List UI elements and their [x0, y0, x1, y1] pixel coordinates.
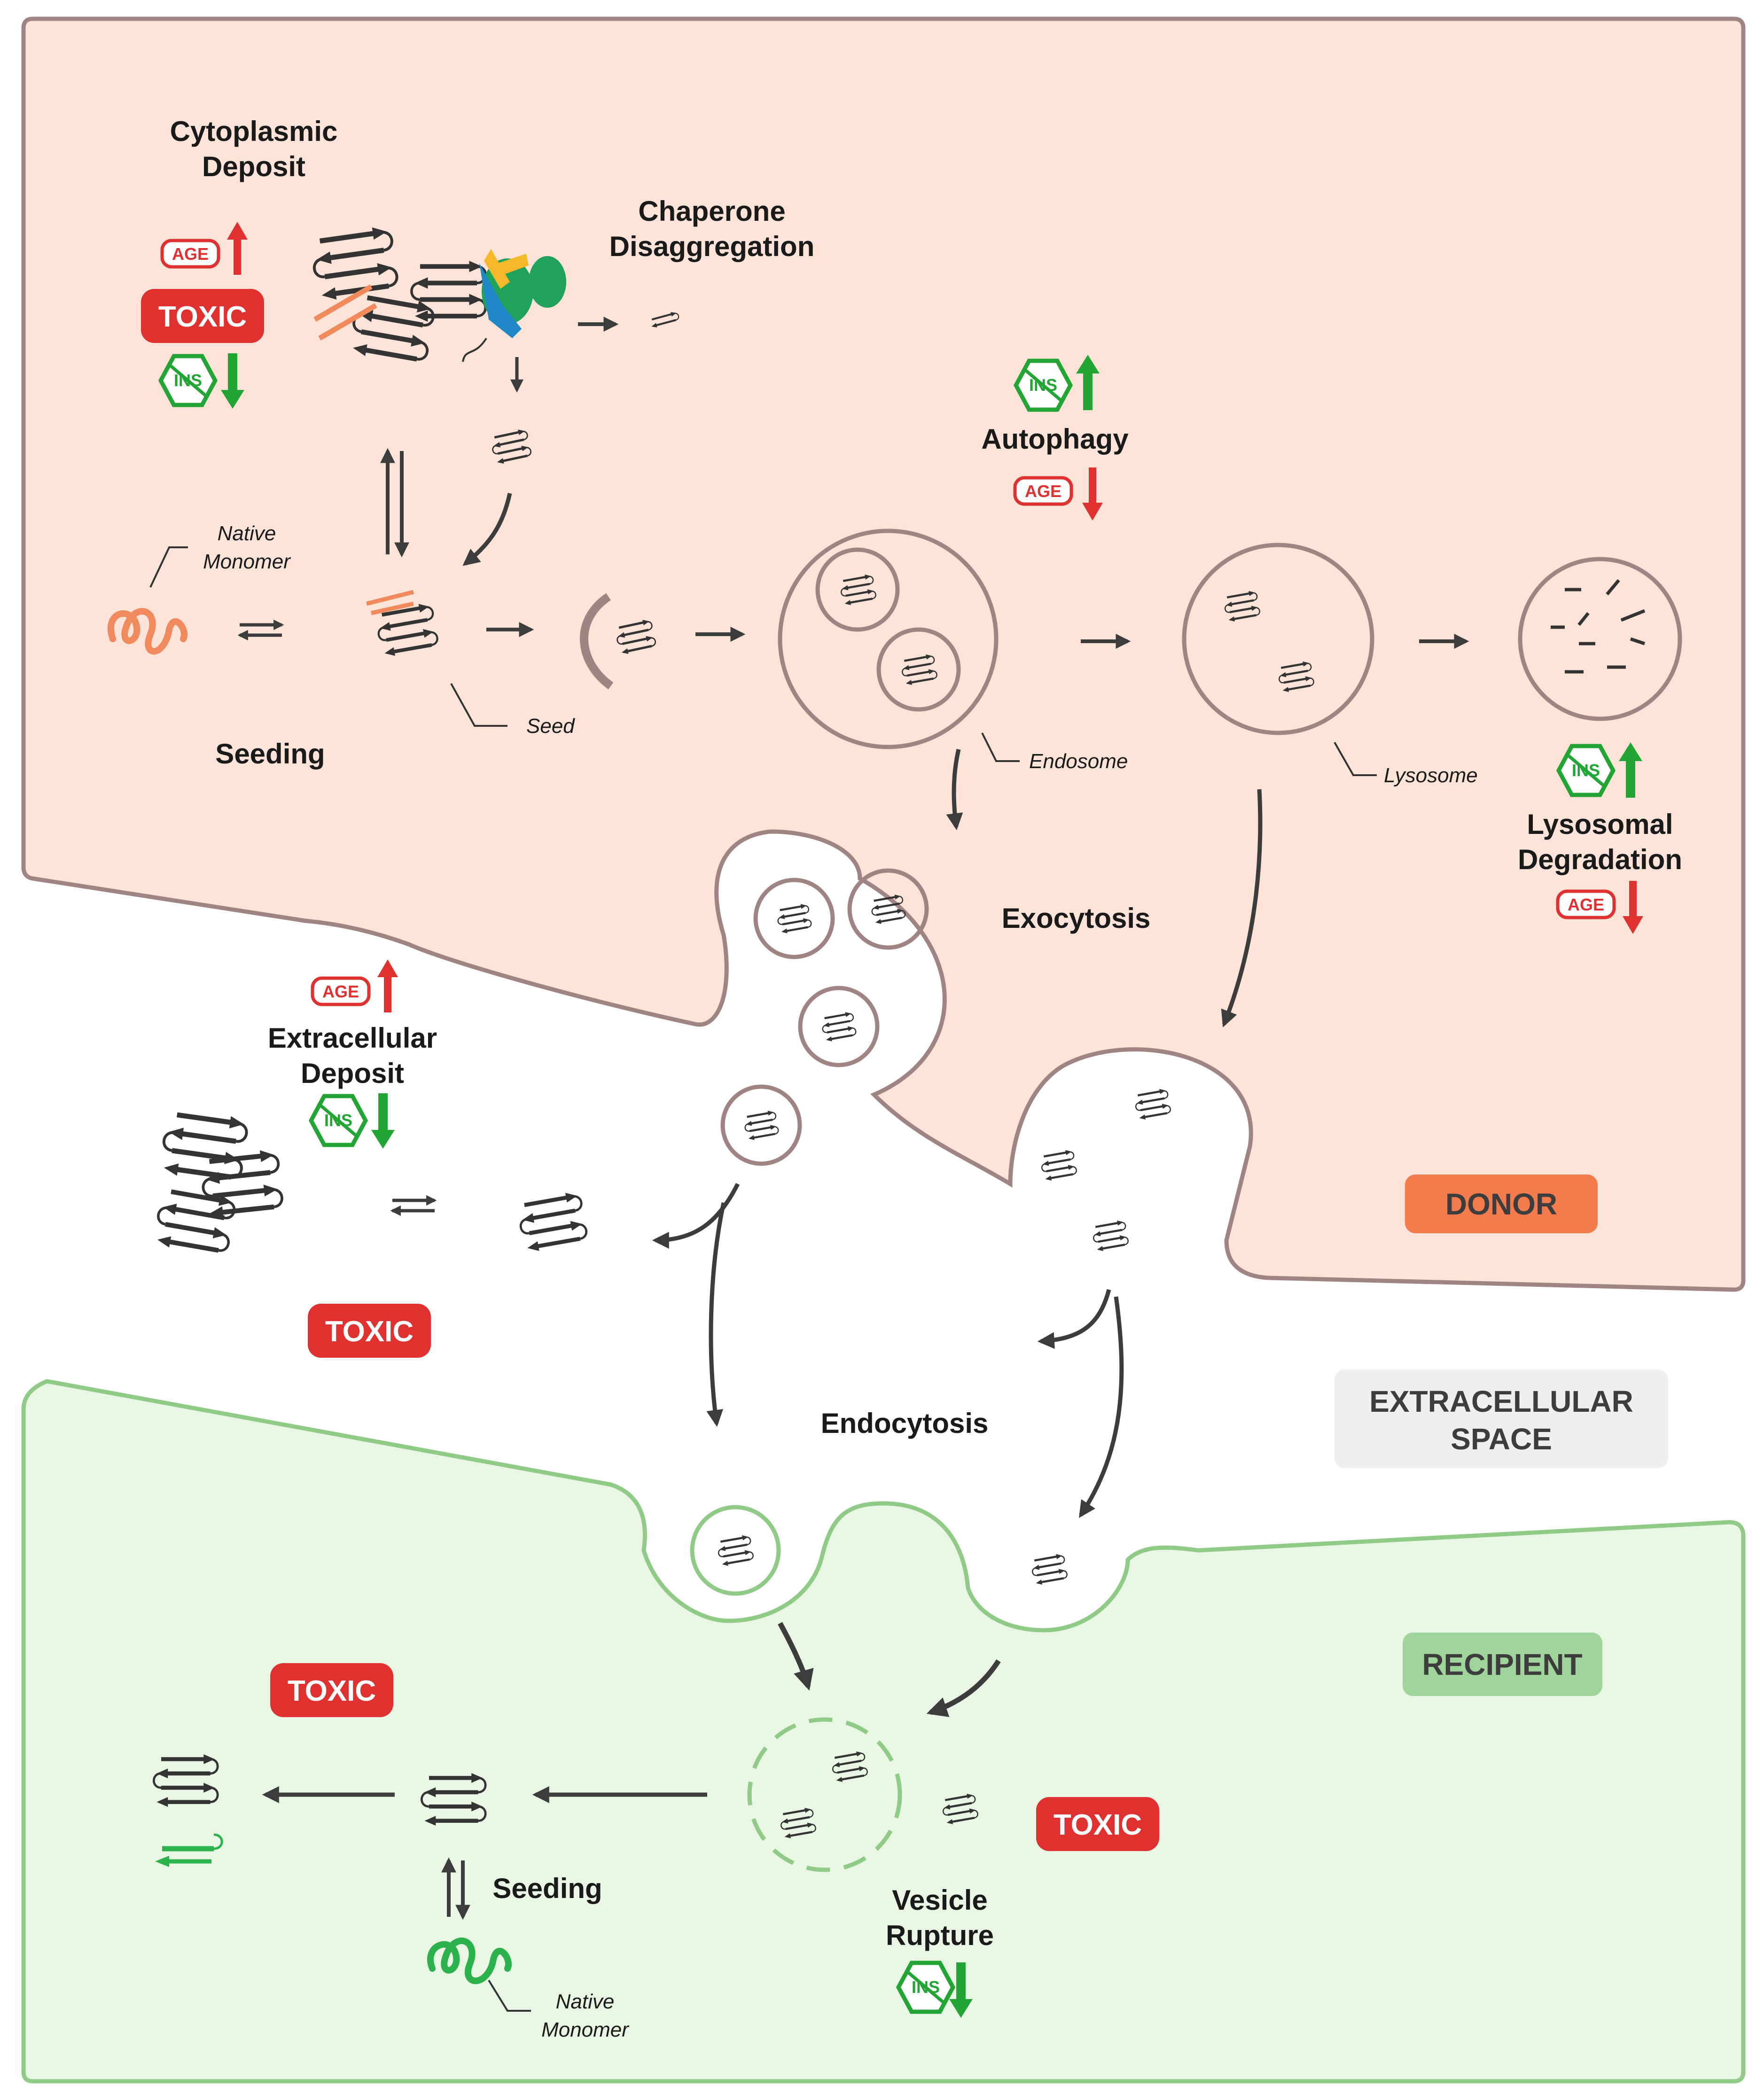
fibril-icon	[1030, 1553, 1068, 1586]
lysosome-label: Lysosome	[1384, 764, 1478, 787]
arrow	[778, 1622, 814, 1691]
down-arrow-icon	[371, 1093, 395, 1149]
fibril-icon	[516, 1190, 588, 1253]
orange-strand	[313, 284, 377, 341]
age-tag-text: AGE	[1025, 482, 1062, 501]
recipient-label: RECIPIENT	[1422, 1648, 1582, 1681]
extracellular-space-tag	[1335, 1369, 1668, 1468]
age-tag-text: AGE	[172, 244, 209, 264]
extracellular-deposit-2: Deposit	[301, 1058, 404, 1089]
vesicle-rupture-2: Rupture	[886, 1920, 994, 1951]
toxic-badge-cytoplasmic	[141, 289, 264, 343]
donor-label: DONOR	[1445, 1187, 1557, 1221]
chaperone-icon	[462, 249, 566, 362]
ins-text: INS	[324, 1111, 352, 1130]
extracellular-label-line1: EXTRACELLULAR	[1369, 1385, 1633, 1418]
cytoplasmic-deposit-title-1: Cytoplasmic	[170, 116, 338, 147]
leader-line	[450, 683, 507, 727]
chaperone-disaggregation-title-1: Chaperone	[638, 195, 785, 227]
chaperone-disaggregation-title-2: Disaggregation	[609, 231, 815, 262]
endosome-label: Endosome	[1029, 750, 1128, 773]
cytoplasmic-aggregate	[310, 225, 485, 366]
ins-text: INS	[912, 1977, 940, 1997]
extracellular-label-line2: SPACE	[1451, 1422, 1552, 1456]
arrow	[462, 493, 512, 566]
autophagy-label: Autophagy	[981, 423, 1129, 455]
fragments	[1551, 579, 1646, 674]
equilibrium-arrows	[392, 1200, 435, 1211]
age-tag-text: AGE	[1568, 895, 1604, 914]
extracellular-aggregate	[153, 1107, 283, 1258]
arrow	[946, 748, 963, 831]
leader-line	[149, 546, 188, 588]
seed-fibril	[366, 590, 439, 658]
endocytic-vesicle	[690, 1505, 781, 1596]
leader-line	[488, 1979, 531, 2012]
fibril-icon	[1091, 1219, 1129, 1253]
fibril-icon	[1133, 1088, 1171, 1121]
endosome	[778, 529, 999, 749]
phagophore	[579, 593, 614, 690]
native-monomer-recipient-2: Monomer	[541, 2018, 630, 2041]
native-monomer-donor-2: Monomer	[203, 550, 291, 573]
lysosome	[1182, 543, 1374, 735]
toxic-badge-rupture-text: TOXIC	[1054, 1809, 1142, 1841]
fibril-icon	[820, 1011, 857, 1043]
toxic-badge-extracellular-text: TOXIC	[325, 1315, 414, 1348]
toxic-badge-recipient-text: TOXIC	[288, 1675, 376, 1707]
arrow	[926, 1659, 1001, 1717]
fibril-icon	[1039, 1149, 1077, 1182]
toxic-badge-extracellular	[308, 1304, 431, 1358]
leader-line	[1334, 742, 1377, 776]
native-monomer-donor-1: Native	[218, 522, 276, 545]
arrow	[1037, 1289, 1111, 1349]
ins-text: INS	[174, 371, 202, 390]
fibril-fragment-icon	[651, 312, 679, 327]
arrow	[1079, 1296, 1124, 1518]
recipient-fibril	[154, 1754, 223, 1867]
toxic-badge-recipient	[270, 1663, 393, 1717]
ins-text: INS	[1572, 761, 1600, 780]
up-arrow-icon	[377, 959, 398, 1012]
leader-line	[981, 732, 1020, 762]
toxic-badge-rupture	[1036, 1797, 1159, 1851]
seeding-recipient-label: Seeding	[492, 1873, 602, 1904]
lysosomal-degradation-1: Lysosomal	[1527, 809, 1673, 840]
recipient-tag	[1403, 1633, 1602, 1696]
recipient-cell	[21, 1379, 1746, 2084]
monomer-icon	[107, 608, 187, 655]
vesicle-rupture-1: Vesicle	[892, 1884, 988, 1916]
lysosomal-degradation-2: Degradation	[1518, 844, 1682, 875]
extracellular-deposit-1: Extracellular	[268, 1022, 437, 1054]
seed-label: Seed	[526, 715, 575, 738]
donor-tag	[1405, 1175, 1598, 1233]
fibril-icon	[776, 903, 812, 935]
ins-text: INS	[1029, 375, 1057, 395]
endocytosis-label: Endocytosis	[821, 1408, 989, 1439]
arrow	[652, 1183, 740, 1249]
monomer-icon-recipient	[427, 1937, 512, 1984]
seeding-donor-label: Seeding	[215, 738, 325, 770]
ruptured-vesicle	[747, 1717, 902, 1872]
degradation-vesicle	[1518, 557, 1682, 721]
native-monomer-recipient-1: Native	[556, 1990, 615, 2013]
exocytosis-label: Exocytosis	[1002, 903, 1151, 934]
age-tag-text: AGE	[322, 982, 359, 1001]
arrow	[706, 1202, 726, 1427]
toxic-badge-cytoplasmic-text: TOXIC	[158, 301, 247, 333]
arrow	[1221, 789, 1263, 1027]
cytoplasmic-deposit-title-2: Deposit	[202, 151, 305, 182]
